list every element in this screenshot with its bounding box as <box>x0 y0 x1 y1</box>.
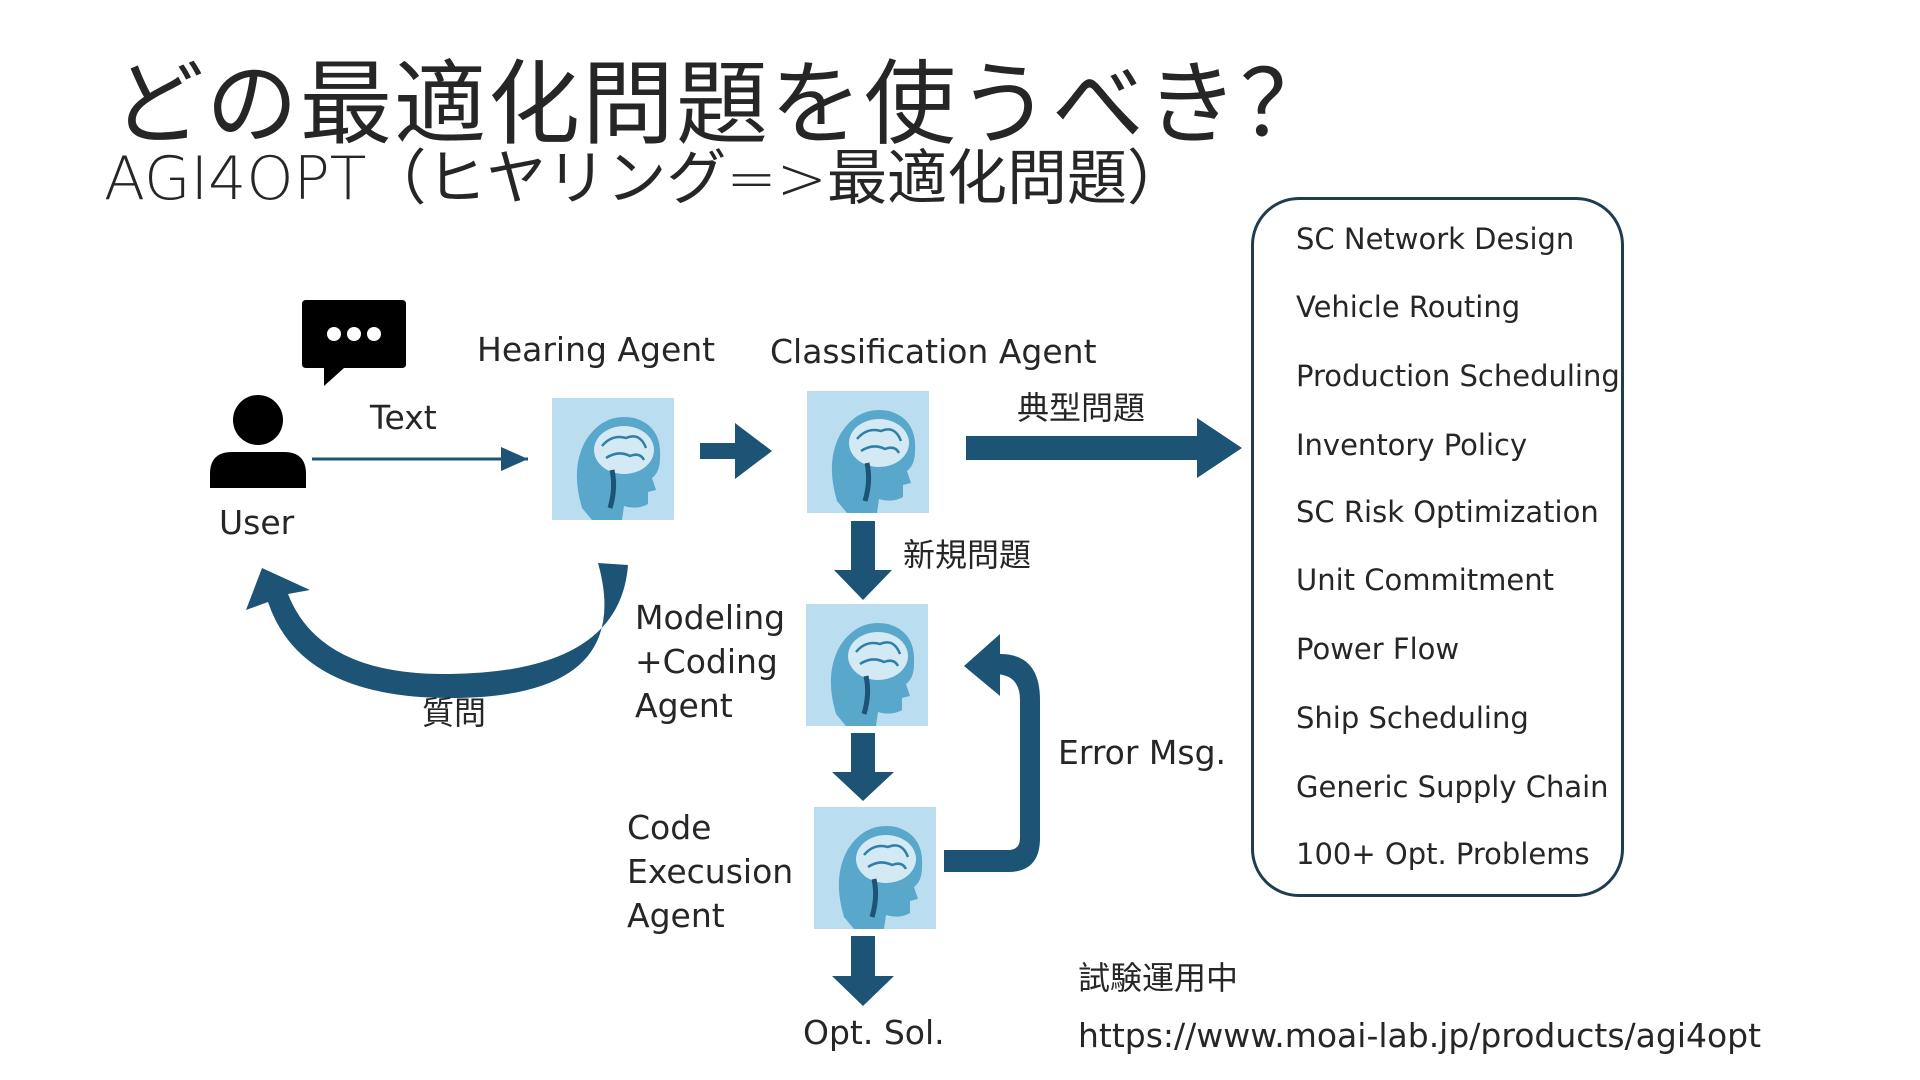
text-edge-label: Text <box>370 398 437 437</box>
solution-label: Opt. Sol. <box>803 1013 945 1052</box>
problem-item: SC Network Design <box>1296 222 1575 256</box>
solution-arrow <box>832 936 894 1006</box>
question-arrow <box>246 563 628 698</box>
modeling-agent-label: Modeling +Coding Agent <box>635 596 785 728</box>
user-icon <box>210 395 306 488</box>
new-problem-edge-label: 新規問題 <box>903 536 1032 574</box>
execution-agent-label: Code Execusion Agent <box>627 806 793 938</box>
status-text: 試験運用中 <box>1078 959 1239 997</box>
modeling-agent-label-line: Modeling <box>635 598 786 637</box>
modeling-agent-image <box>806 604 928 726</box>
modeling-to-execution-arrow <box>832 733 894 801</box>
problem-item: Vehicle Routing <box>1296 290 1521 324</box>
execution-agent-label-line: Code <box>627 808 712 847</box>
problem-list-box: SC Network Design Vehicle Routing Produc… <box>1251 197 1624 897</box>
execution-agent-label-line: Agent <box>627 896 725 935</box>
problem-item: 100+ Opt. Problems <box>1296 837 1590 871</box>
page-subtitle: AGI4OPT（ヒヤリング=>最適化問題） <box>104 144 1187 214</box>
typical-problem-arrow <box>966 418 1242 478</box>
new-problem-arrow <box>834 521 892 600</box>
brain-head-icon <box>814 807 936 929</box>
product-url-link[interactable]: https://www.moai-lab.jp/products/agi4opt <box>1078 1016 1762 1055</box>
hearing-agent-image <box>552 398 674 520</box>
execution-agent-image <box>814 807 936 929</box>
problem-item: Ship Scheduling <box>1296 701 1529 735</box>
error-arrow <box>944 634 1040 872</box>
modeling-agent-label-line: Agent <box>635 686 733 725</box>
typical-problem-edge-label: 典型問題 <box>1017 389 1146 427</box>
chat-bubble-icon <box>302 300 406 386</box>
classification-agent-image <box>807 391 929 513</box>
problem-item: Generic Supply Chain <box>1296 770 1609 804</box>
problem-item: Power Flow <box>1296 632 1460 666</box>
error-edge-label: Error Msg. <box>1058 733 1227 772</box>
question-edge-label: 質問 <box>422 694 487 732</box>
brain-head-icon <box>806 604 928 726</box>
problem-item: Production Scheduling <box>1296 359 1620 393</box>
classification-agent-label: Classification Agent <box>770 332 1097 371</box>
problem-item: Unit Commitment <box>1296 563 1555 597</box>
problem-item: Inventory Policy <box>1296 428 1528 462</box>
hearing-to-classification-arrow <box>700 423 772 479</box>
problem-item: SC Risk Optimization <box>1296 495 1599 529</box>
hearing-agent-label: Hearing Agent <box>477 330 716 369</box>
page-title: どの最適化問題を使うべき？ <box>112 51 1335 158</box>
execution-agent-label-line: Execusion <box>627 852 794 891</box>
brain-head-icon <box>807 391 929 513</box>
modeling-agent-label-line: +Coding <box>635 642 778 681</box>
brain-head-icon <box>552 398 674 520</box>
user-label: User <box>219 503 295 542</box>
